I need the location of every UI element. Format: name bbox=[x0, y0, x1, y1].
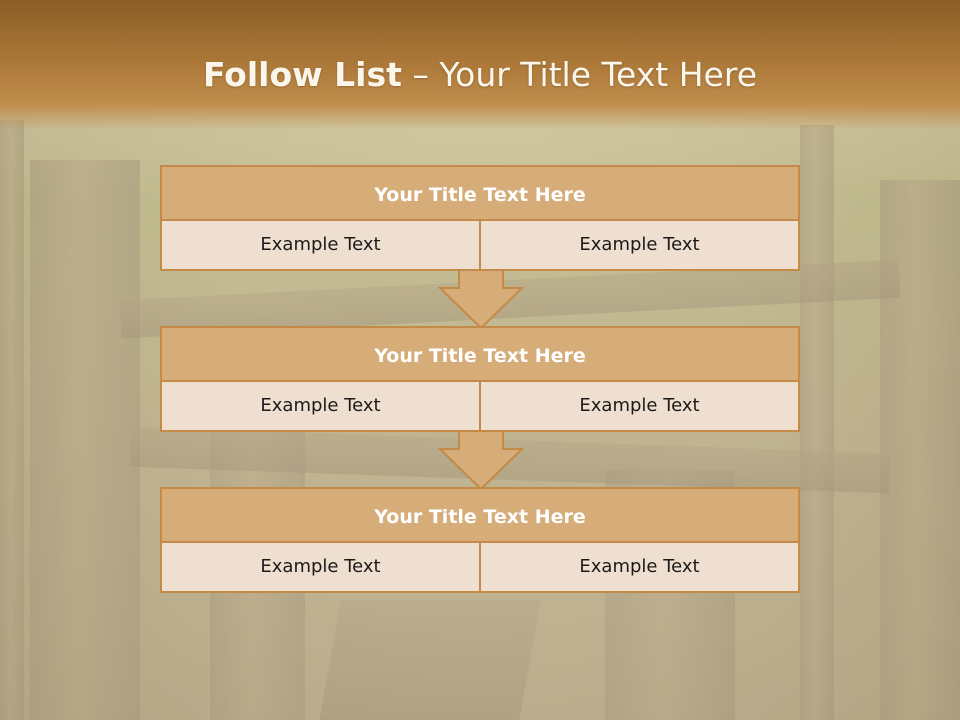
down-arrow-icon bbox=[438, 270, 524, 330]
fence-post-center-right bbox=[800, 125, 834, 720]
block-row: Example Text Example Text bbox=[160, 221, 800, 271]
block-cell-right: Example Text bbox=[479, 543, 798, 591]
block-cell-left: Example Text bbox=[260, 556, 381, 577]
list-block-2: Your Title Text Here Example Text Exampl… bbox=[160, 326, 800, 432]
block-cell-right: Example Text bbox=[479, 221, 798, 269]
block-row: Example Text Example Text bbox=[160, 543, 800, 593]
fence-post-left-thin bbox=[0, 120, 24, 720]
block-cell-left: Example Text bbox=[260, 395, 381, 416]
header-band bbox=[0, 0, 960, 130]
slide-title-separator: – bbox=[401, 55, 440, 94]
block-title: Your Title Text Here bbox=[160, 165, 800, 221]
list-block-1: Your Title Text Here Example Text Exampl… bbox=[160, 165, 800, 271]
block-cell-right: Example Text bbox=[479, 382, 798, 430]
block-row: Example Text Example Text bbox=[160, 382, 800, 432]
block-title: Your Title Text Here bbox=[160, 326, 800, 382]
slide-title-rest: Your Title Text Here bbox=[439, 55, 758, 94]
fence-post-left bbox=[30, 160, 140, 720]
slide-title: Follow List – Your Title Text Here bbox=[0, 52, 960, 98]
list-block-3: Your Title Text Here Example Text Exampl… bbox=[160, 487, 800, 593]
down-arrow-icon bbox=[438, 431, 524, 491]
block-title: Your Title Text Here bbox=[160, 487, 800, 543]
block-cell-left: Example Text bbox=[260, 234, 381, 255]
slide-title-bold: Follow List bbox=[202, 55, 402, 94]
